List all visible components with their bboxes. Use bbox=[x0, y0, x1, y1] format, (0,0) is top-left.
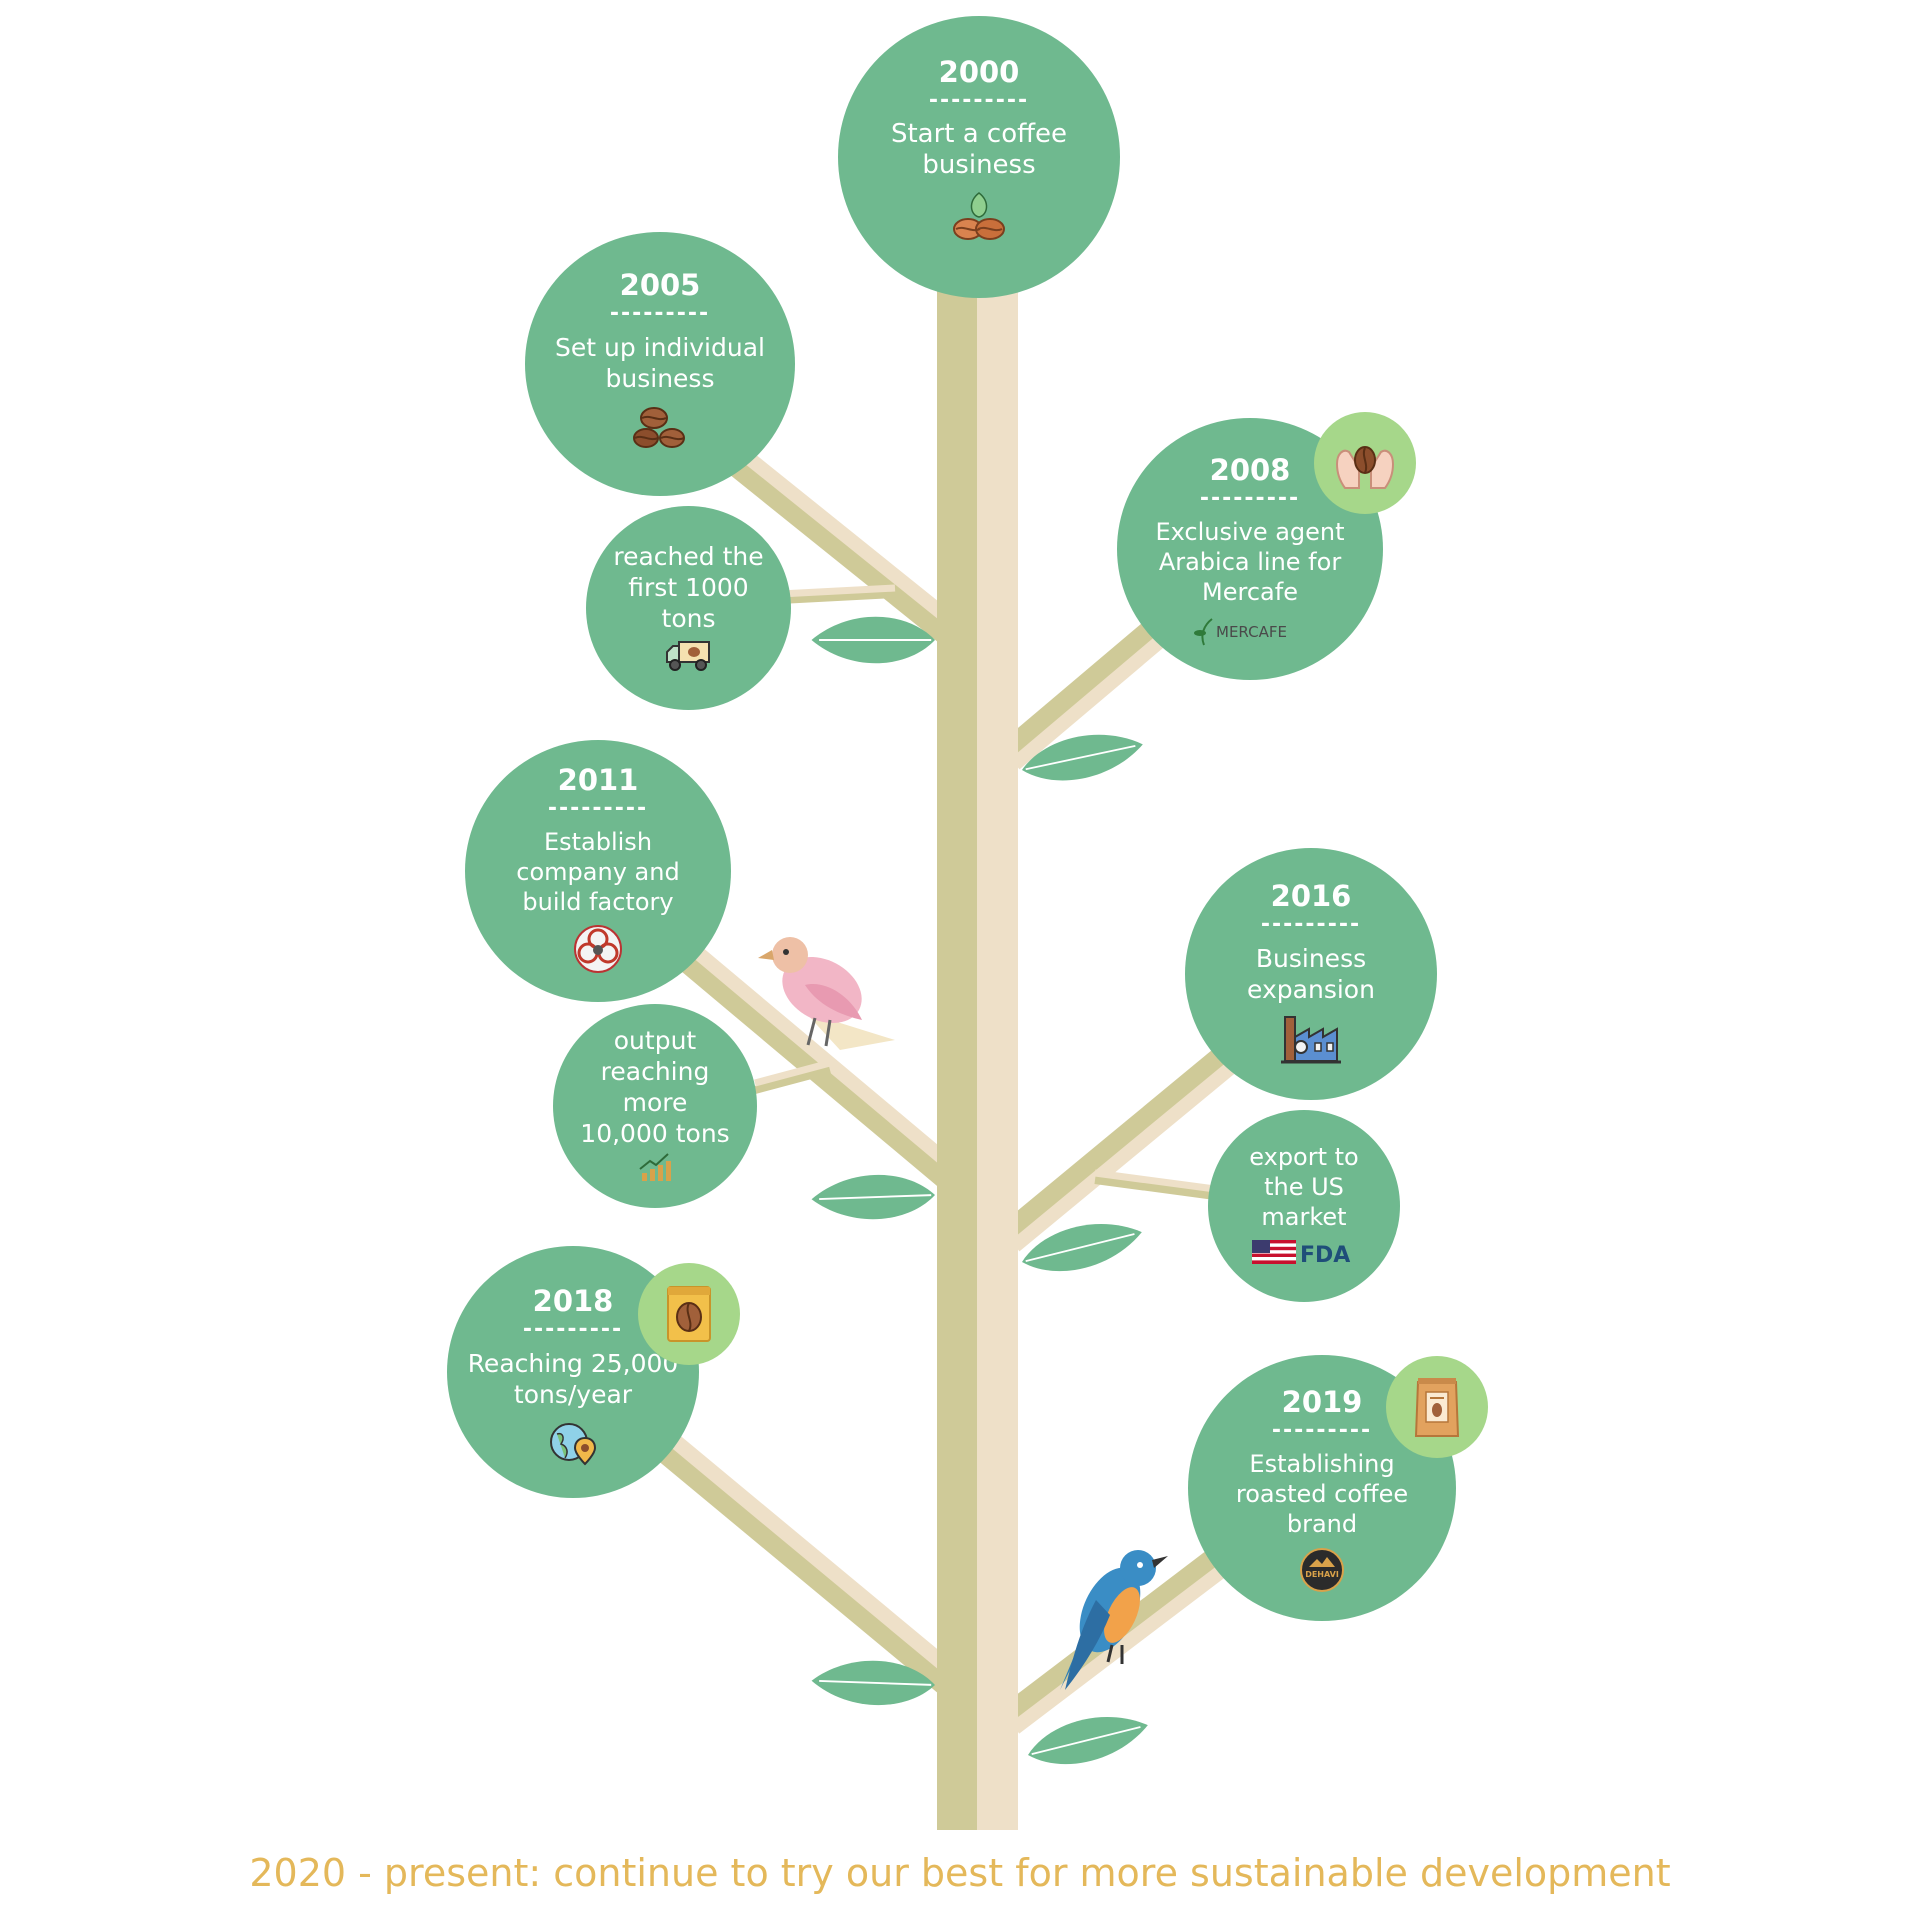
hands-holding-bean-icon bbox=[1314, 412, 1416, 514]
milestone-separator: --------- bbox=[1271, 1418, 1373, 1443]
milestone-1000-tons: reached the first 1000 tons bbox=[586, 506, 791, 710]
milestone-separator: --------- bbox=[1260, 912, 1362, 937]
growth-chart-icon bbox=[638, 1151, 672, 1187]
milestone-text: Establishing roasted coffee brand bbox=[1235, 1450, 1409, 1538]
milestone-2008: 2008 --------- Exclusive agent Arabica l… bbox=[1117, 418, 1383, 680]
milestone-year: 2008 bbox=[1209, 453, 1291, 487]
milestone-text: Set up individual business bbox=[555, 333, 765, 393]
trunk bbox=[937, 260, 1018, 1830]
us-flag-fda-icon: FDA bbox=[1252, 1238, 1356, 1270]
milestone-text: reached the first 1000 tons bbox=[613, 541, 764, 633]
milestone-year: 2005 bbox=[619, 268, 701, 302]
factory-icon bbox=[1279, 1013, 1343, 1069]
milestone-text: Start a coffee business bbox=[890, 119, 1068, 180]
delivery-truck-icon bbox=[665, 638, 713, 676]
milestone-text: Reaching 25,000 tons/year bbox=[467, 1349, 679, 1409]
milestone-2011: 2011 --------- Establish company and bui… bbox=[465, 740, 731, 1002]
mercafe-logo: MERCAFE bbox=[1190, 613, 1310, 653]
milestone-separator: --------- bbox=[547, 796, 649, 821]
pink-bird-icon bbox=[758, 937, 895, 1050]
globe-location-icon bbox=[549, 1418, 597, 1470]
milestone-10000-tons: output reaching more 10,000 tons bbox=[553, 1004, 757, 1208]
milestone-text: Exclusive agent Arabica line for Mercafe bbox=[1155, 518, 1345, 606]
blue-bird-icon bbox=[1060, 1550, 1168, 1690]
milestone-separator: --------- bbox=[928, 88, 1030, 113]
footer-text: 2020 - present: continue to try our best… bbox=[249, 1851, 1671, 1895]
milestone-text: output reaching more 10,000 tons bbox=[580, 1026, 730, 1148]
coffee-beans-icon bbox=[632, 402, 688, 456]
milestone-text: Business expansion bbox=[1247, 944, 1375, 1004]
milestone-2005: 2005 --------- Set up individual busines… bbox=[525, 232, 795, 496]
mercafe-logo-text: MERCAFE bbox=[1216, 623, 1287, 641]
milestone-year: 2000 bbox=[938, 55, 1020, 89]
fda-logo-text: FDA bbox=[1300, 1243, 1350, 1266]
milestone-text: export to the US market bbox=[1249, 1143, 1359, 1231]
milestone-separator: --------- bbox=[522, 1317, 624, 1342]
roasted-coffee-bag-icon bbox=[1386, 1356, 1488, 1458]
milestone-export-us: export to the US market FDA bbox=[1208, 1110, 1400, 1302]
dehavi-logo-text: DEHAVI bbox=[1305, 1570, 1339, 1579]
milestone-separator: --------- bbox=[1199, 486, 1301, 511]
company-logo-icon bbox=[572, 923, 624, 979]
milestone-2019: 2019 --------- Establishing roasted coff… bbox=[1188, 1355, 1456, 1621]
milestone-text: Establish company and build factory bbox=[516, 828, 680, 916]
coffee-bag-icon bbox=[638, 1263, 740, 1365]
milestone-2000: 2000 --------- Start a coffee business bbox=[838, 16, 1120, 298]
coffee-beans-leaf-icon bbox=[948, 189, 1010, 249]
milestone-2016: 2016 --------- Business expansion bbox=[1185, 848, 1437, 1100]
milestone-separator: --------- bbox=[609, 301, 711, 326]
milestone-year: 2018 bbox=[532, 1284, 614, 1318]
dehavi-logo: DEHAVI bbox=[1299, 1547, 1345, 1597]
milestone-year: 2011 bbox=[557, 763, 639, 797]
milestone-year: 2016 bbox=[1270, 879, 1352, 913]
milestone-year: 2019 bbox=[1281, 1385, 1363, 1419]
